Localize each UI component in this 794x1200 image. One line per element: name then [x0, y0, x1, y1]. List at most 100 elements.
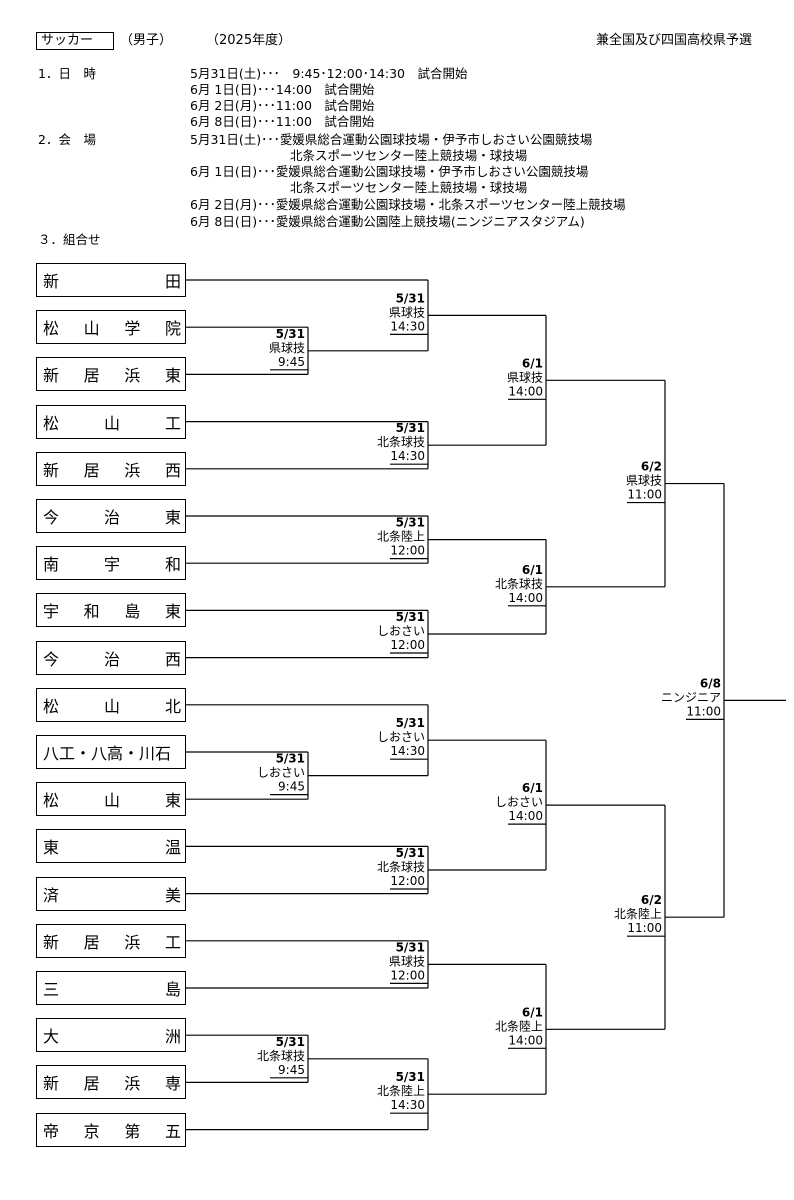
team-box: 新居浜西 — [36, 451, 186, 486]
gender-label: （男子） — [120, 33, 173, 48]
team-name-char: 治 — [103, 649, 120, 669]
match-date: 5/31 — [396, 421, 425, 435]
match-venue: ニンジニア — [661, 690, 721, 704]
team-name-char: 山 — [103, 413, 120, 433]
match-venue: 県球技 — [389, 305, 425, 319]
match-venue: 北条陸上 — [495, 1019, 543, 1033]
team-name-char: 松 — [43, 696, 60, 716]
team-name-char: 新 — [43, 272, 60, 291]
team-name-char: 西 — [164, 460, 181, 480]
team-name-char: 浜 — [124, 932, 141, 952]
match-time: 9:45 — [278, 355, 305, 369]
team-name-char: 工 — [164, 413, 181, 433]
team-name-char: 五 — [164, 1121, 181, 1141]
team-box: 大洲 — [36, 1018, 186, 1053]
team-name-char: 松 — [43, 413, 60, 433]
match-venue: 県球技 — [507, 370, 543, 384]
team-name-char: 山 — [103, 696, 120, 716]
team-name-char: 西 — [164, 649, 181, 669]
match-time: 14:30 — [390, 1098, 425, 1112]
team-box: 松山工 — [36, 404, 186, 439]
match-venue: 県球技 — [389, 954, 425, 968]
match-date: 6/1 — [522, 563, 543, 577]
team-name-char: 浜 — [124, 460, 141, 480]
venue-line: 5月31日(土)･･･愛媛県総合運動公園球技場・伊予市しおさい公園競技場 — [190, 132, 593, 147]
venue-line: 6月 8日(日)･･･愛媛県総合運動公園陸上競技場(ニンジニアスタジアム) — [190, 214, 585, 229]
team-name-char: 浜 — [124, 366, 141, 386]
team-name-char: 北 — [164, 696, 181, 716]
team-box: 新居浜東 — [36, 357, 186, 392]
venue-line: 6月 1日(日)･･･愛媛県総合運動公園球技場・伊予市しおさい公園競技場 — [190, 164, 589, 179]
match-date: 6/2 — [641, 460, 662, 474]
team-name-char: 和 — [83, 602, 100, 622]
match-date: 6/1 — [522, 356, 543, 370]
match-venue: 北条球技 — [377, 860, 425, 874]
match-venue: 県球技 — [269, 341, 305, 355]
team-box: 今治西 — [36, 640, 186, 675]
match-date: 6/8 — [700, 676, 721, 690]
team-name-char: 浜 — [124, 1074, 141, 1094]
match-time: 14:00 — [508, 809, 543, 823]
team-name-char: 八工・八高・川石 — [43, 744, 172, 763]
team-name-char: 済 — [43, 885, 60, 905]
team-name-char: 洲 — [164, 1027, 181, 1047]
match-time: 12:00 — [390, 874, 425, 888]
team-name-char: 東 — [164, 366, 181, 386]
team-box: 松山東 — [36, 782, 186, 817]
team-name-char: 大 — [43, 1027, 60, 1047]
match-time: 9:45 — [278, 780, 305, 794]
match-venue: しおさい — [377, 624, 425, 638]
match-venue: しおさい — [377, 730, 425, 744]
match-venue: しおさい — [257, 766, 305, 780]
match-venue: しおさい — [495, 795, 543, 809]
team-box: 帝京第五 — [36, 1112, 186, 1147]
match-time: 11:00 — [686, 704, 721, 718]
schedule-line: 5月31日(土)･･･ 9:45･12:00･14:30 試合開始 — [190, 66, 468, 81]
team-box: 新居浜専 — [36, 1065, 186, 1100]
team-name-char: 東 — [164, 602, 181, 622]
match-date: 6/1 — [522, 1005, 543, 1019]
team-name-char: 美 — [164, 885, 181, 905]
team-name-char: 東 — [164, 508, 181, 527]
venue-line: 北条スポーツセンター陸上競技場・球技場 — [290, 180, 528, 195]
team-name-char: 居 — [83, 460, 100, 480]
team-name-char: 学 — [124, 319, 141, 339]
team-name-char: 居 — [83, 366, 100, 386]
match-venue: 北条球技 — [495, 577, 543, 591]
team-name-char: 院 — [164, 319, 181, 339]
match-date: 6/1 — [522, 781, 543, 795]
match-date: 5/31 — [396, 516, 425, 530]
year-label: （2025年度） — [206, 33, 292, 48]
team-name-char: 宇 — [103, 555, 120, 575]
match-date: 5/31 — [396, 940, 425, 954]
team-name-char: 専 — [164, 1074, 181, 1094]
match-date: 6/2 — [641, 893, 662, 907]
team-name-char: 山 — [103, 791, 120, 811]
schedule-line: 6月 8日(日)･･･11:00 試合開始 — [190, 114, 375, 129]
team-name-char: 新 — [43, 460, 60, 480]
team-box: 東温 — [36, 829, 186, 864]
team-name-char: 島 — [164, 980, 181, 999]
team-name-char: 松 — [43, 791, 60, 811]
team-name-char: 島 — [124, 602, 141, 622]
venue-line: 北条スポーツセンター陸上競技場・球技場 — [290, 148, 528, 163]
team-name-char: 東 — [164, 791, 181, 811]
match-time: 12:00 — [390, 544, 425, 558]
team-box: 松山学院 — [36, 310, 186, 345]
team-name-char: 居 — [83, 1074, 100, 1094]
team-name-char: 山 — [83, 319, 100, 339]
team-name-char: 今 — [43, 508, 60, 527]
schedule-line: 6月 2日(月)･･･11:00 試合開始 — [190, 98, 375, 113]
match-venue: 北条球技 — [377, 435, 425, 449]
team-name-char: 宇 — [43, 602, 60, 622]
team-name-char: 帝 — [43, 1121, 60, 1141]
match-venue: 北条陸上 — [614, 907, 662, 921]
team-name-char: 治 — [103, 508, 120, 527]
team-name-char: 三 — [43, 980, 60, 999]
team-name-char: 田 — [164, 272, 181, 291]
match-date: 5/31 — [396, 716, 425, 730]
match-time: 14:00 — [508, 591, 543, 605]
match-time: 9:45 — [278, 1063, 305, 1077]
competition-title: 兼全国及び四国高校県予選 — [596, 33, 753, 48]
match-venue: 北条球技 — [257, 1049, 305, 1063]
